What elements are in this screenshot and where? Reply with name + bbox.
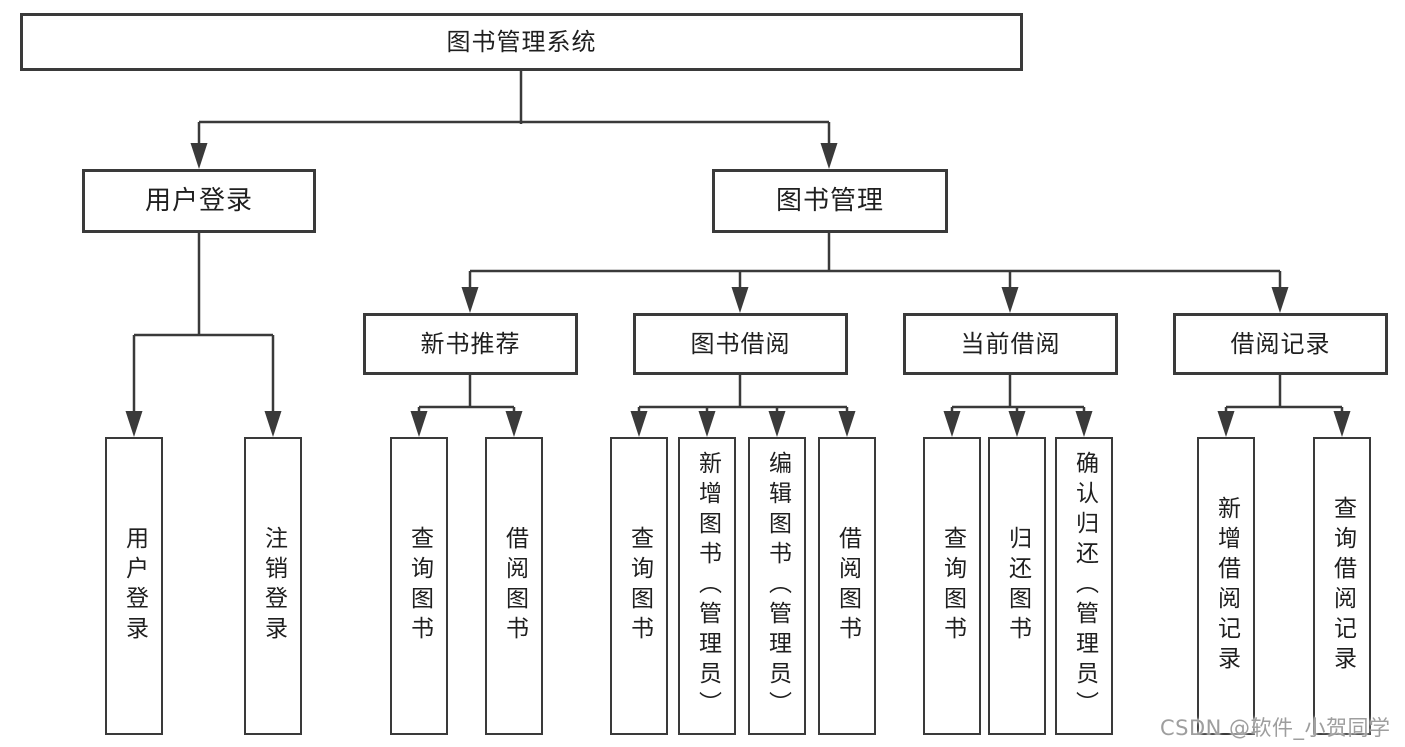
leaf-query-borrow-record-label: 查询借阅记录 (1329, 496, 1356, 676)
leaf-edit-books-admin: 编辑图书（管理员） (748, 437, 806, 735)
leaf-return-books-label: 归还图书 (1004, 526, 1031, 646)
leaf-logout: 注销登录 (244, 437, 302, 735)
leaf-borrow-books-recommend: 借阅图书 (485, 437, 543, 735)
leaf-confirm-return-admin: 确认归还（管理员） (1055, 437, 1113, 735)
csdn-watermark: CSDN @软件_小贺同学 (1160, 716, 1391, 740)
leaf-logout-label: 注销登录 (260, 526, 287, 646)
leaf-query-books-current-label: 查询图书 (939, 526, 966, 646)
leaf-borrow-books-label: 借阅图书 (834, 526, 861, 646)
leaf-add-borrow-record: 新增借阅记录 (1197, 437, 1255, 735)
node-new-book-recommend: 新书推荐 (363, 313, 578, 375)
leaf-user-login: 用户登录 (105, 437, 163, 735)
leaf-query-borrow-record: 查询借阅记录 (1313, 437, 1371, 735)
leaf-query-books-recommend: 查询图书 (390, 437, 448, 735)
leaf-borrow-books: 借阅图书 (818, 437, 876, 735)
leaf-borrow-books-recommend-label: 借阅图书 (501, 526, 528, 646)
leaf-edit-books-admin-label: 编辑图书（管理员） (764, 451, 791, 721)
leaf-user-login-label: 用户登录 (121, 526, 148, 646)
node-book-management: 图书管理 (712, 169, 948, 233)
node-borrow-record: 借阅记录 (1173, 313, 1388, 375)
leaf-query-books-recommend-label: 查询图书 (406, 526, 433, 646)
leaf-add-borrow-record-label: 新增借阅记录 (1213, 496, 1240, 676)
leaf-query-books-borrow: 查询图书 (610, 437, 668, 735)
leaf-confirm-return-admin-label: 确认归还（管理员） (1071, 451, 1098, 721)
leaf-query-books-borrow-label: 查询图书 (626, 526, 653, 646)
node-root: 图书管理系统 (20, 13, 1023, 71)
node-user-login: 用户登录 (82, 169, 316, 233)
leaf-query-books-current: 查询图书 (923, 437, 981, 735)
leaf-add-books-admin: 新增图书（管理员） (678, 437, 736, 735)
node-book-borrow: 图书借阅 (633, 313, 848, 375)
leaf-add-books-admin-label: 新增图书（管理员） (694, 451, 721, 721)
arrowheads (125, 143, 1351, 437)
node-current-borrow: 当前借阅 (903, 313, 1118, 375)
connector-stems (132, 71, 1344, 413)
leaf-return-books: 归还图书 (988, 437, 1046, 735)
